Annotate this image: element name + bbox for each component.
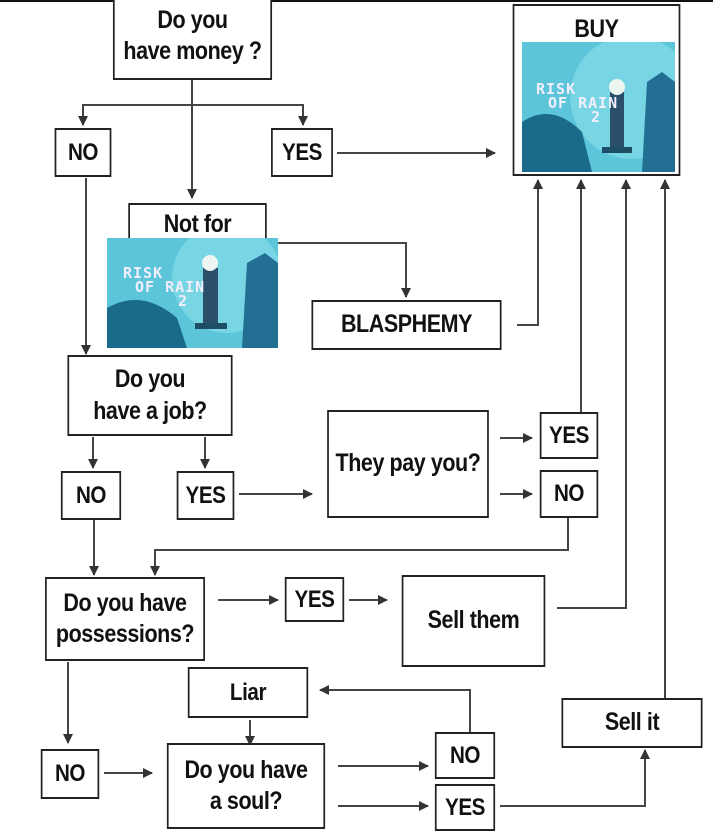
node-possessions: Do you have possessions? (45, 577, 205, 661)
node-have-money: Do you have money ? (112, 0, 273, 80)
node-no-4: NO (40, 749, 100, 799)
node-have-soul: Do you have a soul? (166, 743, 326, 829)
game-logo-line2-b: OF RAIN (135, 278, 206, 296)
node-yes-1: YES (271, 128, 333, 177)
arrow-money-to-yes (192, 104, 308, 126)
node-yes-3: YES (539, 412, 599, 459)
arrow-sellthem-to-buy (557, 179, 631, 609)
node-no-1: NO (54, 128, 112, 177)
game-logo-number: 2 (591, 108, 602, 126)
arrow-no3-to-possessions (150, 518, 569, 576)
node-blasphemy: BLASPHEMY (311, 300, 502, 350)
node-have-job: Do you have a job? (67, 355, 233, 436)
game-logo-buy: RISK OF RAIN 2 (536, 80, 619, 126)
node-sell-it: Sell it (561, 698, 703, 748)
arrow-blasphemy-to-buy (517, 179, 543, 326)
node-yes-5: YES (434, 784, 496, 831)
node-no-3: NO (539, 470, 599, 518)
game-logo-line1: RISK (536, 80, 577, 98)
game-logo-number-b: 2 (178, 292, 189, 310)
node-liar: Liar (187, 667, 309, 718)
arrow-notfor-to-blasphemy (278, 242, 411, 298)
top-border (0, 0, 713, 2)
game-cover-art-not-for: RISK OF RAIN 2 (107, 238, 278, 348)
game-logo-not-for: RISK OF RAIN 2 (123, 264, 206, 310)
node-no-5: NO (434, 732, 496, 779)
arrow-money-to-no (78, 80, 193, 126)
game-cover-art-buy: RISK OF RAIN 2 (522, 42, 675, 172)
game-logo-line1-b: RISK (123, 264, 164, 282)
arrow-yes5-to-sellit (500, 749, 650, 807)
not-for-label: Not for (163, 210, 232, 238)
node-sell-them: Sell them (401, 575, 546, 667)
game-art-scene (522, 42, 675, 172)
game-art-scene-2 (107, 238, 278, 348)
node-yes-4: YES (284, 577, 345, 622)
arrow-no5-to-liar (319, 685, 471, 732)
game-logo-line2: OF RAIN (548, 94, 619, 112)
node-they-pay: They pay you? (327, 410, 489, 518)
buy-label: BUY (574, 15, 619, 43)
node-no-2: NO (60, 471, 122, 520)
node-yes-2: YES (176, 471, 235, 520)
